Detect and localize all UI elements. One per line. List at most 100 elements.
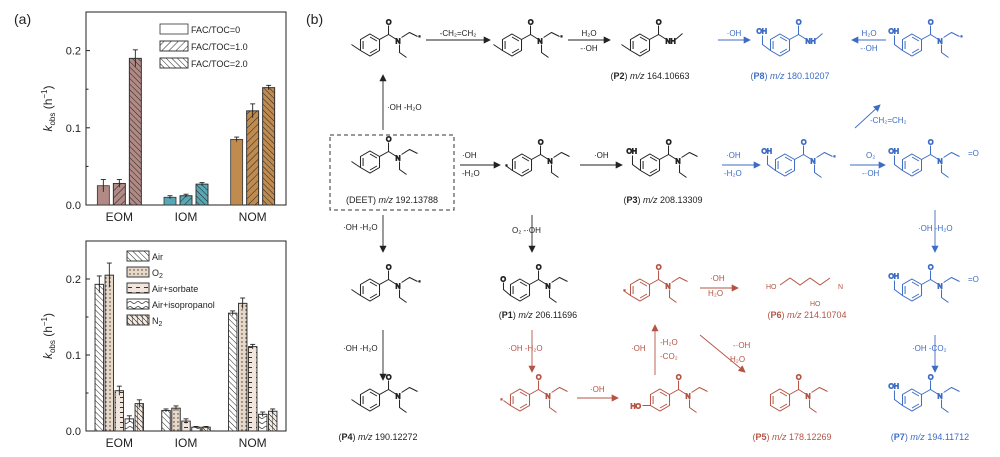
methyl-bond: [351, 161, 361, 168]
molecule: ON: [351, 374, 418, 413]
methyl-bond: [351, 289, 361, 296]
o-label: O: [386, 375, 392, 382]
ethyl-bond: [815, 33, 823, 40]
bar-pattern: [248, 346, 258, 432]
o-label: O: [796, 375, 802, 382]
cn-bond: [388, 34, 397, 40]
radical-dot: ·: [418, 274, 422, 288]
amide-bond: [789, 34, 799, 40]
aldehyde-bond: [502, 282, 511, 296]
bar-pattern: [262, 87, 276, 206]
o-label: O: [500, 277, 506, 284]
ch2oh-bond: [893, 155, 903, 171]
double-bond: [369, 403, 378, 409]
cn-bond: [930, 34, 939, 40]
legend-label: FAC/TOC=0: [191, 25, 240, 35]
compound-label: (P5) m/z 178.12269: [752, 432, 831, 442]
reagent-label: ·OH -H₂O: [387, 103, 422, 112]
n-label: N: [686, 394, 691, 401]
oh-label: OH: [888, 274, 899, 281]
amide-bond: [379, 34, 389, 40]
double-bond: [779, 36, 788, 42]
y-tick-label: 0.2: [66, 46, 81, 58]
double-bond: [519, 281, 528, 287]
ho-label: HO: [766, 284, 777, 291]
radical-dot: ·: [622, 283, 626, 297]
legend-swatch-pattern: [159, 57, 189, 69]
n-label: N: [546, 394, 551, 401]
reagent-label: O₂: [866, 151, 875, 160]
bar-pattern: [171, 407, 181, 432]
reagent-label: ·OH -H₂O: [343, 223, 378, 232]
molecule: ONH: [621, 19, 683, 57]
double-bond: [369, 281, 378, 287]
double-bond: [911, 36, 920, 42]
bar-pattern: [94, 283, 104, 432]
cn-bond: [538, 279, 547, 285]
y-tick-label: 0.2: [66, 274, 81, 286]
amide-bond: [379, 279, 389, 285]
reagent-label: -·OH: [860, 44, 878, 53]
o-label: O: [666, 140, 672, 147]
cn-bond: [540, 154, 549, 160]
molecule: ON·: [351, 19, 422, 58]
amide-bond: [379, 151, 389, 157]
y-tick-label: 0.1: [66, 123, 81, 135]
double-bond: [519, 403, 528, 409]
legend-label: FAC/TOC=2.0: [191, 59, 248, 69]
amide-bond: [921, 279, 931, 285]
y-tick-label: 0.0: [66, 200, 81, 212]
ethyl-bond: [941, 399, 949, 413]
cn-bond: [798, 34, 807, 40]
reagent-label: ·OH: [726, 151, 741, 160]
cn-bond: [668, 154, 677, 160]
ch2oh-bond: [766, 155, 776, 171]
n-label: N: [938, 284, 943, 291]
double-bond: [639, 36, 648, 42]
methyl-bond: [621, 44, 631, 51]
ethyl-bond: [941, 44, 949, 58]
amide-bond: [921, 389, 931, 395]
reagent-label: -·OH: [733, 341, 751, 350]
legend-swatch-pattern: [126, 282, 150, 294]
reagent-label: -H₂O: [724, 169, 742, 178]
reagent-label: ·OH -CO₂: [912, 344, 947, 353]
n-label: N: [938, 39, 943, 46]
benzene-ring: [359, 388, 381, 412]
double-bond: [511, 36, 520, 42]
amide-bond: [649, 279, 659, 285]
n-label: N: [396, 284, 401, 291]
radical-dot: ·: [504, 158, 508, 172]
bar-pattern: [258, 413, 268, 432]
double-bond: [519, 391, 528, 397]
bar-pattern: [104, 274, 114, 432]
n-label: N: [546, 284, 551, 291]
reagent-label: -H₂O: [660, 338, 678, 347]
ho-label: HO: [810, 301, 821, 308]
benzene-ring: [359, 150, 381, 174]
compound-label: (P3) m/z 208.13309: [623, 195, 702, 205]
o-label: O: [801, 140, 807, 147]
double-bond: [659, 391, 668, 397]
oh-label: OH: [888, 149, 899, 156]
double-bond: [639, 281, 648, 287]
bar-pattern: [134, 403, 144, 432]
double-bond: [779, 391, 788, 397]
legend-label: Air: [152, 252, 163, 262]
reaction-arrow: [699, 334, 746, 373]
y-axis-label: kobs (h−1): [40, 313, 57, 359]
ethyl-bond: [551, 164, 559, 178]
methyl-bond: [351, 44, 361, 51]
cn-bond: [530, 34, 539, 40]
legend-swatch: [159, 23, 189, 35]
panel-a-label: (a): [14, 11, 31, 27]
panel-b-label: (b): [306, 11, 323, 27]
ethyl-bond: [943, 151, 960, 158]
ethyl-bond: [681, 151, 698, 158]
ethyl-bond: [941, 289, 949, 303]
ethyl-bond: [399, 289, 407, 303]
ethyl-bond: [401, 276, 418, 283]
